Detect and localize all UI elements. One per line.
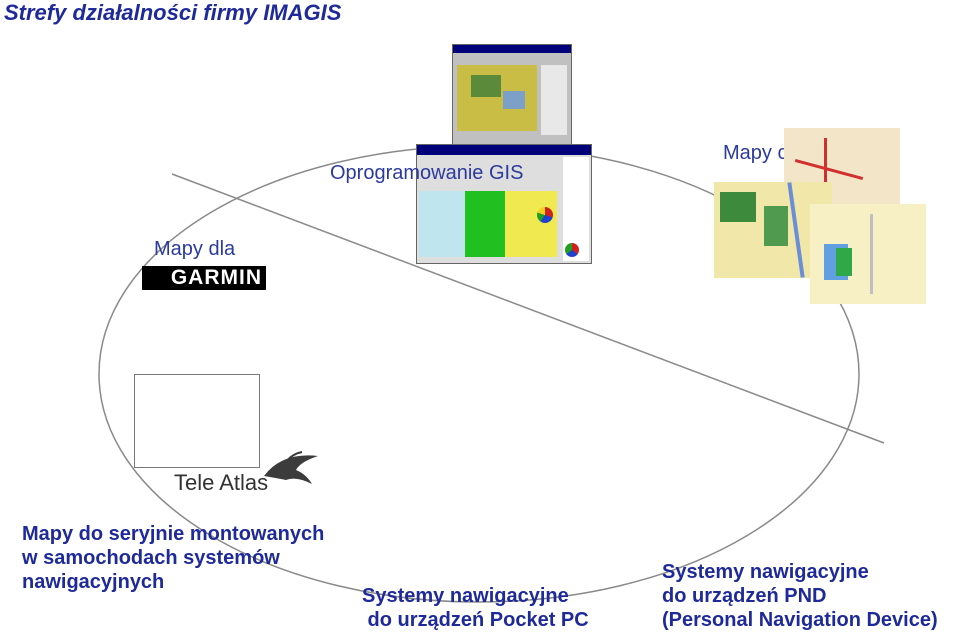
gis-screenshot-bottom xyxy=(416,144,592,264)
pnd-line-1: Systemy nawigacyjne xyxy=(662,561,869,583)
pnd-text: Systemy nawigacyjne do urządzeń PND (Per… xyxy=(662,560,938,632)
pnd-line-3: (Personal Navigation Device) xyxy=(662,609,938,631)
pnd-line-2: do urządzeń PND xyxy=(662,585,827,607)
oem-maps-text: Mapy do seryjnie montowanych w samochoda… xyxy=(22,522,324,594)
label-maps-for: Mapy dla xyxy=(154,238,236,260)
label-gis-software: Oprogramowanie GIS xyxy=(330,162,524,184)
oem-line-2: w samochodach systemów xyxy=(22,547,280,569)
device-placeholder-box xyxy=(134,374,260,468)
teleatlas-logo: Tele Atlas xyxy=(174,470,269,495)
pocketpc-text: Systemy nawigacyjne do urządzeń Pocket P… xyxy=(362,584,589,632)
digital-map-middle xyxy=(714,182,832,278)
pocketpc-line-1: Systemy nawigacyjne xyxy=(362,585,569,607)
divider-line xyxy=(171,173,885,444)
pocketpc-line-2: do urządzeń Pocket PC xyxy=(362,609,589,631)
page-title: Strefy działalności firmy IMAGIS xyxy=(4,0,342,25)
garmin-logo: GARMIN xyxy=(142,266,266,290)
oem-line-1: Mapy do seryjnie montowanych xyxy=(22,523,325,545)
gis-screenshot-top xyxy=(452,44,572,146)
digital-map-front xyxy=(810,204,926,304)
oem-line-3: nawigacyjnych xyxy=(22,571,165,593)
